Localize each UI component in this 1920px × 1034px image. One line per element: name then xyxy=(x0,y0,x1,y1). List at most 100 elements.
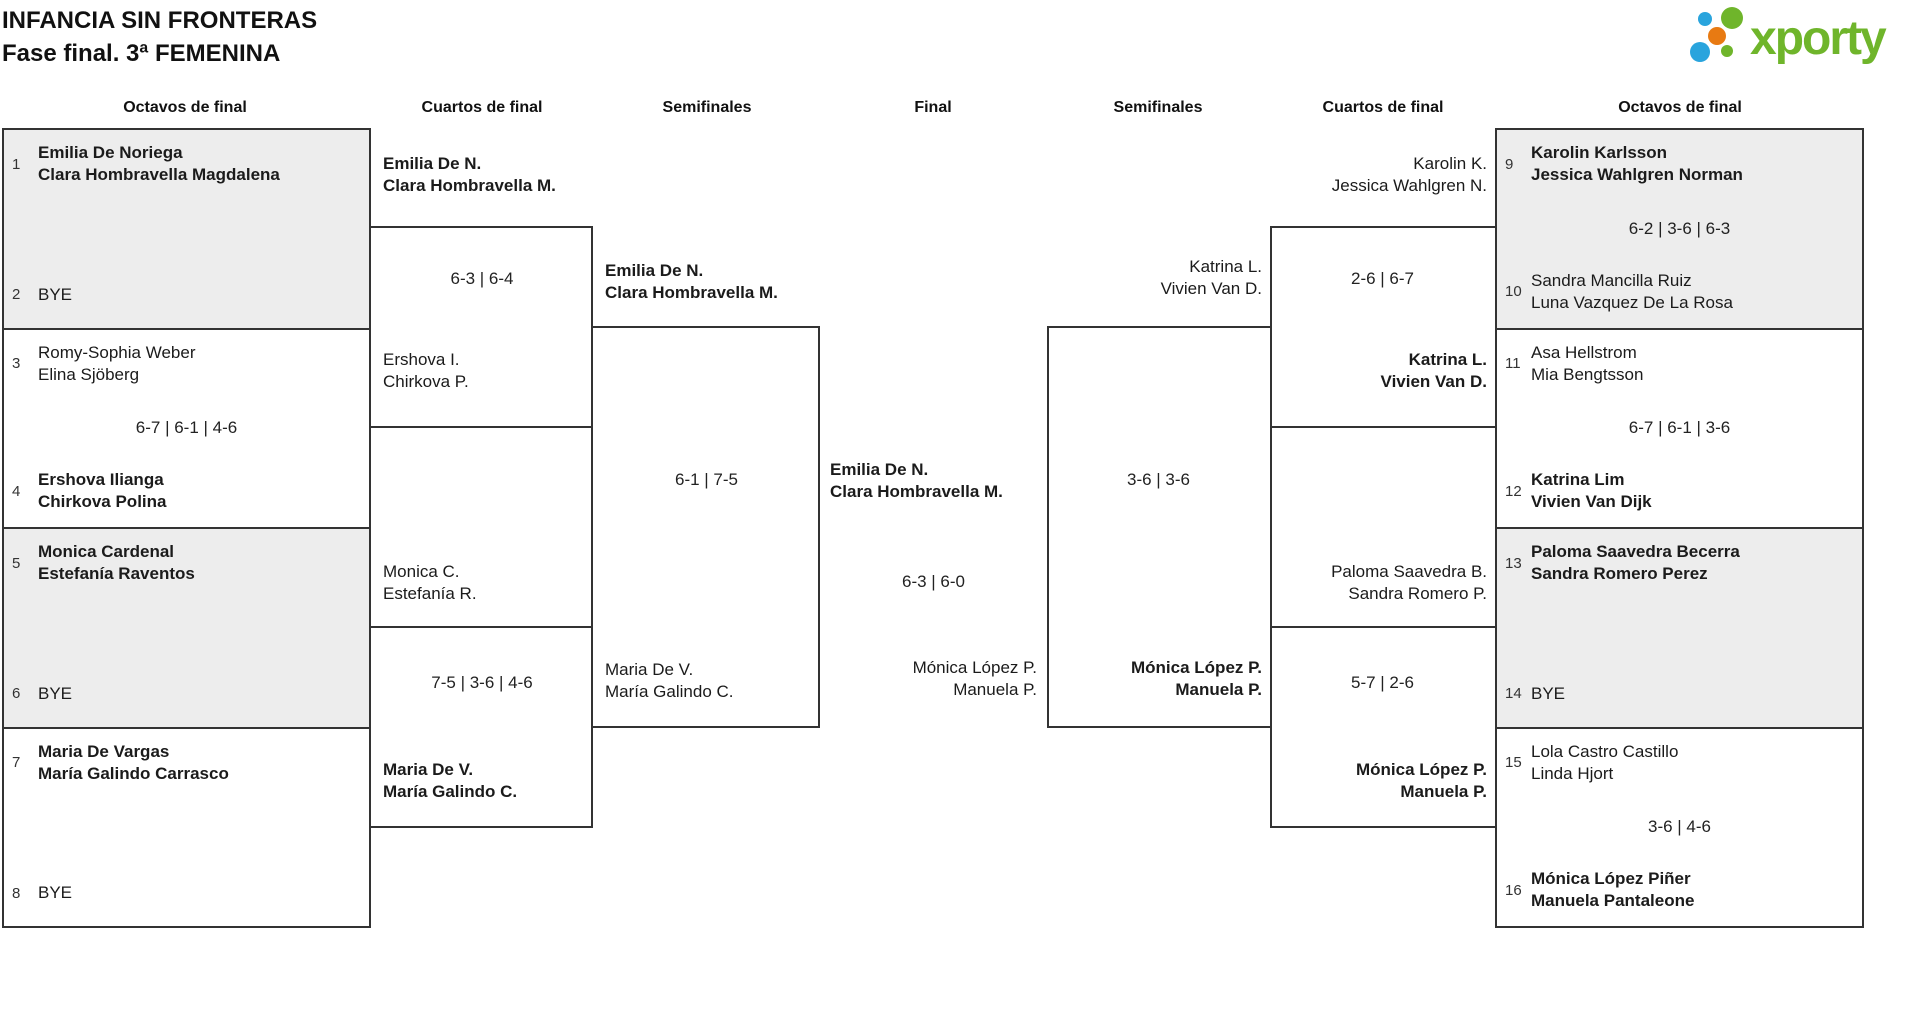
seed-number: 12 xyxy=(1505,482,1522,500)
bye-label: BYE xyxy=(1531,683,1566,703)
team-entry: 14 BYE xyxy=(1505,683,1565,705)
round-header-semis-right: Semifinales xyxy=(1113,99,1203,116)
match-box-quarter-right-2 xyxy=(1270,626,1497,828)
team-name: Emilia De N.Clara Hombravella M. xyxy=(383,154,556,195)
seed-number: 15 xyxy=(1505,754,1522,771)
phase-category: Fase final. 3ª FEMENINA xyxy=(2,40,281,67)
team-name: Mónica López P.Manuela P. xyxy=(1356,760,1487,801)
page-title: INFANCIA SIN FRONTERAS Fase final. 3ª FE… xyxy=(2,4,317,70)
seed-number: 11 xyxy=(1505,355,1521,372)
match-score: 3-6 | 3-6 xyxy=(1126,470,1190,489)
team-name: Mónica López P.Manuela P. xyxy=(1131,658,1262,699)
round-header-octavos-right: Octavos de final xyxy=(1618,99,1742,116)
round-header-octavos-left: Octavos de final xyxy=(123,99,247,116)
logo-dots-icon xyxy=(1690,7,1743,62)
team-name: Karolin K.Jessica Wahlgren N. xyxy=(1331,154,1487,195)
match-score: 2-6 | 6-7 xyxy=(1350,269,1414,288)
seed-number: 10 xyxy=(1505,283,1522,300)
seed-number: 3 xyxy=(12,355,21,372)
team-name: Maria De V.María Galindo C. xyxy=(383,760,518,801)
match-box-semi-left xyxy=(591,326,820,728)
match-score: 5-7 | 2-6 xyxy=(1350,673,1414,692)
seed-number: 8 xyxy=(12,884,21,902)
seed-number: 6 xyxy=(12,685,21,702)
bye-label: BYE xyxy=(38,883,73,902)
logo-wordmark: xporty xyxy=(1750,12,1887,65)
tournament-name: INFANCIA SIN FRONTERAS xyxy=(2,7,318,34)
seed-number: 5 xyxy=(12,554,21,572)
round-header-cuartos-left: Cuartos de final xyxy=(421,99,543,116)
team-name: Emilia De N.Clara Hombravella M. xyxy=(605,261,778,302)
match-score: 6-1 | 7-5 xyxy=(674,470,738,489)
team-name: Monica C.Estefanía R. xyxy=(383,562,477,603)
seed-number: 16 xyxy=(1505,881,1522,899)
team-name: Ershova I.Chirkova P. xyxy=(383,350,469,391)
team-entry: 2 BYE xyxy=(12,284,72,306)
round-header-cuartos-right: Cuartos de final xyxy=(1322,99,1444,116)
team-name-final-runnerup: Mónica López P.Manuela P. xyxy=(912,658,1037,699)
match-score: 6-2 | 3-6 | 6-3 xyxy=(1628,218,1731,238)
match-box-quarter-left-1 xyxy=(369,226,593,428)
seed-number: 4 xyxy=(12,482,21,500)
team-name: Paloma Saavedra B.Sandra Romero P. xyxy=(1331,562,1487,603)
round-header-semis-left: Semifinales xyxy=(662,99,752,116)
seed-number: 2 xyxy=(12,286,21,303)
seed-number: 1 xyxy=(12,155,21,173)
team-name: Maria De V.María Galindo C. xyxy=(605,660,734,701)
seed-number: 13 xyxy=(1505,554,1522,572)
match-score: 6-7 | 6-1 | 3-6 xyxy=(1628,418,1731,438)
bye-label: BYE xyxy=(38,284,73,304)
team-entry: 6 BYE xyxy=(12,683,72,705)
team-name-final-winner: Emilia De N.Clara Hombravella M. xyxy=(830,460,1003,501)
team-entry: 8 BYE xyxy=(12,882,72,904)
match-box-semi-right xyxy=(1047,326,1272,728)
bye-label: BYE xyxy=(38,683,73,703)
match-score: 3-6 | 4-6 xyxy=(1647,817,1712,837)
final-score: 6-3 | 6-0 xyxy=(901,572,965,591)
seed-number: 9 xyxy=(1505,155,1514,173)
xporty-logo[interactable]: xporty xyxy=(1688,3,1920,75)
seed-number: 14 xyxy=(1505,685,1522,702)
seed-number: 7 xyxy=(12,754,21,771)
match-score: 6-7 | 6-1 | 4-6 xyxy=(135,418,238,438)
match-score: 6-3 | 6-4 xyxy=(450,269,514,288)
match-score: 7-5 | 3-6 | 4-6 xyxy=(431,673,533,692)
round-header-final: Final xyxy=(914,99,952,116)
team-name: Katrina L.Vivien Van D. xyxy=(1380,350,1487,391)
match-box-quarter-right-1 xyxy=(1270,226,1497,428)
team-name: Katrina L.Vivien Van D. xyxy=(1160,257,1262,298)
